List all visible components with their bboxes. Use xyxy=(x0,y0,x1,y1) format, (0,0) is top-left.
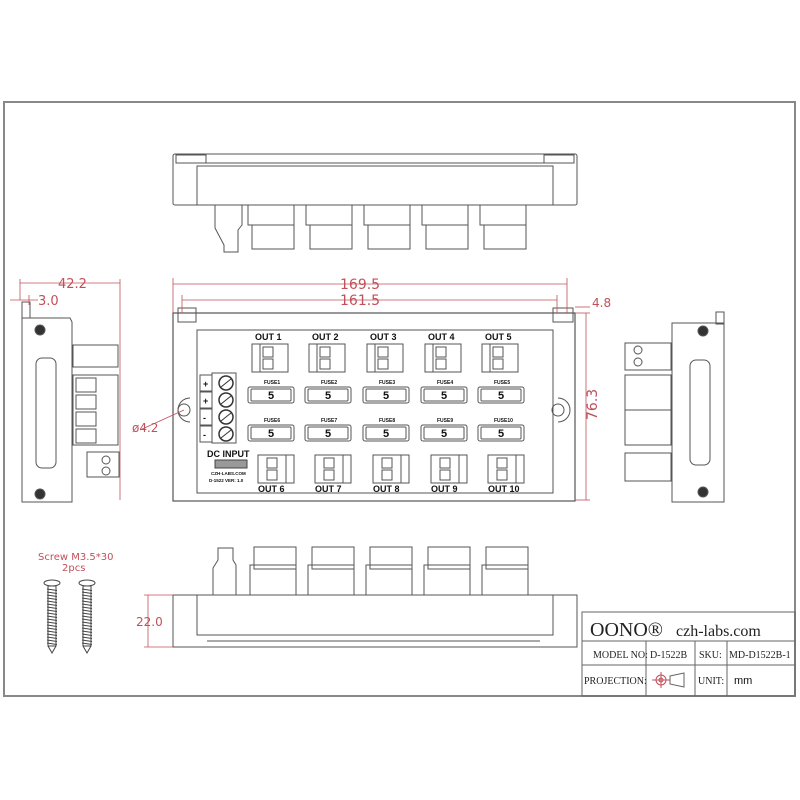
output-connector xyxy=(372,454,410,484)
output-connector xyxy=(487,454,525,484)
output-label-bottom: OUT 8 xyxy=(373,484,400,494)
fuse-label: FUSE2 xyxy=(321,380,337,386)
fuse: FUSE10 5 xyxy=(477,418,525,442)
fuse: FUSE2 5 xyxy=(304,380,352,404)
output-label-top: OUT 3 xyxy=(370,332,397,342)
model-value: D-1522B xyxy=(650,650,688,661)
terminal-screw-icon xyxy=(218,392,234,408)
unit-label: UNIT: xyxy=(698,676,724,687)
output-label-bottom: OUT 6 xyxy=(258,484,285,494)
output-connector xyxy=(366,343,404,373)
output-connector xyxy=(251,343,289,373)
output-connector xyxy=(424,343,462,373)
polarity-mark: + xyxy=(203,379,208,389)
fuse-label: FUSE8 xyxy=(379,418,395,424)
fuse-value: 5 xyxy=(441,390,447,402)
screw-note-line2: 2pcs xyxy=(62,563,85,574)
sku-label: SKU: xyxy=(699,650,722,661)
fuse: FUSE4 5 xyxy=(420,380,468,404)
output-connector xyxy=(314,454,352,484)
output-connector xyxy=(430,454,468,484)
fuse-value: 5 xyxy=(498,390,504,402)
maker-text: CZH-LABS.COM xyxy=(211,471,246,476)
dim-thickness: 22.0 xyxy=(136,615,163,629)
output-label-bottom: OUT 10 xyxy=(488,484,520,494)
left-side-view xyxy=(21,301,120,503)
dim-mount-width: 161.5 xyxy=(340,293,380,309)
title-block xyxy=(581,611,796,697)
output-label-top: OUT 5 xyxy=(485,332,512,342)
dim-tab-offset: 4.8 xyxy=(592,296,611,310)
model-label: MODEL NO: xyxy=(593,650,648,661)
output-connector xyxy=(481,343,519,373)
fuse-value: 5 xyxy=(268,390,274,402)
right-side-view xyxy=(624,311,725,503)
output-label-top: OUT 4 xyxy=(428,332,455,342)
fuse-value: 5 xyxy=(383,390,389,402)
projection-label: PROJECTION: xyxy=(584,676,647,687)
fuse-value: 5 xyxy=(383,428,389,440)
fuse-label: FUSE7 xyxy=(321,418,337,424)
fuse: FUSE7 5 xyxy=(304,418,352,442)
fuse: FUSE6 5 xyxy=(247,418,295,442)
output-label-top: OUT 2 xyxy=(312,332,339,342)
polarity-mark: + xyxy=(203,396,208,406)
dimension-lines xyxy=(10,278,590,648)
enclosure-outline xyxy=(172,312,576,502)
output-label-bottom: OUT 7 xyxy=(315,484,342,494)
fuse-value: 5 xyxy=(325,428,331,440)
dc-input-terminal: + + - - xyxy=(199,372,237,444)
fuse: FUSE3 5 xyxy=(362,380,410,404)
screws xyxy=(43,579,96,655)
fuse-value: 5 xyxy=(268,428,274,440)
polarity-mark: - xyxy=(203,430,206,440)
unit-value: mm xyxy=(734,675,752,687)
brand-name: OONO® xyxy=(590,619,663,641)
front-view: + + - - DC INPUT CZH-LABS.COM D-1522 VER: 1… xyxy=(172,307,576,502)
version-text: D-1522 VER: 1.0 xyxy=(209,478,244,483)
pcb-outline xyxy=(196,329,554,494)
fuse-label: FUSE5 xyxy=(494,380,510,386)
output-label-top: OUT 1 xyxy=(255,332,282,342)
fuse-label: FUSE6 xyxy=(264,418,280,424)
drawing-frame xyxy=(3,101,796,697)
fuse-value: 5 xyxy=(498,428,504,440)
dim-hole-diameter: ø4.2 xyxy=(132,421,158,435)
dc-input-label: DC INPUT xyxy=(207,449,250,459)
fuse-value: 5 xyxy=(441,428,447,440)
dim-overall-width: 169.5 xyxy=(340,277,380,293)
sku-value: MD-D1522B-1 xyxy=(729,650,791,661)
fuse: FUSE1 5 xyxy=(247,380,295,404)
fuse: FUSE5 5 xyxy=(477,380,525,404)
terminal-screw-icon xyxy=(218,409,234,425)
top-view xyxy=(172,153,578,253)
dim-depth: 42.2 xyxy=(58,277,87,292)
dim-height: 76.3 xyxy=(585,389,601,420)
terminal-screw-icon xyxy=(218,426,234,442)
mounting-hole-left xyxy=(177,397,191,423)
dim-rail-offset: 3.0 xyxy=(38,294,59,309)
fuse-label: FUSE1 xyxy=(264,380,280,386)
fuse-value: 5 xyxy=(325,390,331,402)
fuse: FUSE8 5 xyxy=(362,418,410,442)
screw-note-line1: Screw M3.5*30 xyxy=(38,552,114,563)
mounting-hole-right xyxy=(551,397,571,423)
logo-mark xyxy=(214,459,248,469)
output-label-bottom: OUT 9 xyxy=(431,484,458,494)
fuse-label: FUSE9 xyxy=(437,418,453,424)
fuse-label: FUSE10 xyxy=(494,418,513,424)
fuse-label: FUSE3 xyxy=(379,380,395,386)
terminal-screw-icon xyxy=(218,375,234,391)
fuse-label: FUSE4 xyxy=(437,380,453,386)
output-connector xyxy=(308,343,346,373)
bottom-view xyxy=(172,546,578,648)
polarity-mark: - xyxy=(203,413,206,423)
website: czh-labs.com xyxy=(676,623,761,640)
output-connector xyxy=(257,454,295,484)
fuse: FUSE9 5 xyxy=(420,418,468,442)
